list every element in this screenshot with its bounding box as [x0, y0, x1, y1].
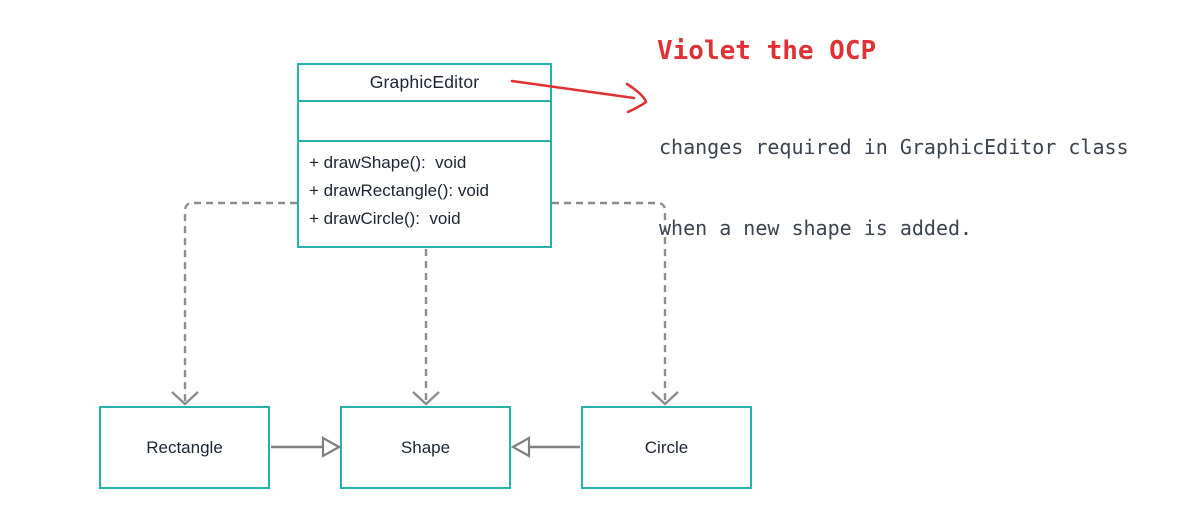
- class-box-rectangle: Rectangle: [99, 406, 270, 489]
- red-arrowhead-icon: [625, 82, 648, 114]
- dependency-arrow-graphiceditor-rectangle: [171, 201, 297, 406]
- class-attributes-compartment-empty: [299, 102, 550, 142]
- class-title-shape: Shape: [400, 437, 451, 457]
- dependency-arrowhead-icon: [412, 391, 440, 406]
- class-box-graphiceditor: GraphicEditor + drawShape(): void + draw…: [297, 63, 552, 248]
- annotation-body-line1: changes required in GraphicEditor class: [659, 135, 1129, 159]
- class-title-rectangle: Rectangle: [146, 437, 223, 457]
- class-title-circle: Circle: [644, 437, 689, 457]
- method-drawrectangle: + drawRectangle(): void: [309, 181, 490, 200]
- class-box-shape: Shape: [340, 406, 511, 489]
- hollow-triangle-arrowhead-icon: [321, 436, 342, 458]
- method-drawcircle: + drawCircle(): void: [309, 209, 461, 228]
- generalization-arrow-circle-shape: [510, 436, 580, 458]
- hollow-triangle-arrowhead-icon: [510, 436, 531, 458]
- annotation-title: Violet the OCP: [657, 36, 877, 66]
- method-drawshape: + drawShape(): void: [309, 153, 467, 172]
- class-box-circle: Circle: [581, 406, 752, 489]
- class-title-graphiceditor: GraphicEditor: [299, 65, 550, 102]
- generalization-arrow-rectangle-shape: [271, 436, 342, 458]
- annotation-body: changes required in GraphicEditor class …: [659, 80, 1129, 296]
- dependency-arrowhead-icon: [651, 391, 679, 406]
- annotation-body-line2: when a new shape is added.: [659, 216, 973, 240]
- class-methods-compartment: + drawShape(): void + drawRectangle(): v…: [299, 142, 550, 233]
- dependency-arrow-graphiceditor-shape: [412, 249, 440, 406]
- dependency-arrowhead-icon: [171, 391, 199, 406]
